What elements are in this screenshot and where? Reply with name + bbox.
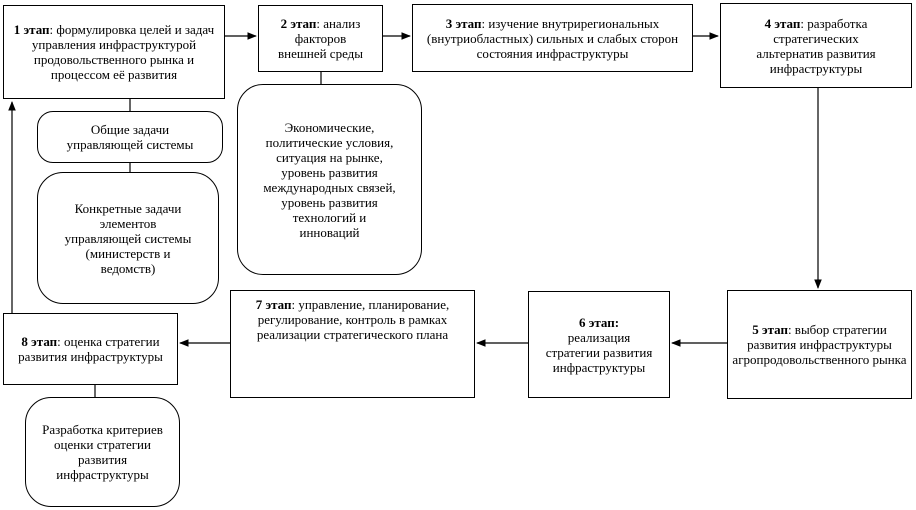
specific-tasks-note: Конкретные задачи элементов управляющей … [37,172,219,304]
stage-8-text: : оценка стратегии развития инфраструкту… [18,334,163,364]
criteria-note: Разработка критериев оценки стратегии ра… [25,397,180,507]
external-factors-text: Экономические, политические условия, сит… [263,119,396,240]
stage-2-box: 2 этап: анализ факторов внешней среды [258,5,383,72]
stage-4-label: 4 этап [764,15,801,31]
stage-7-label: 7 этап [255,297,292,312]
stage-3-label: 3 этап [445,15,482,31]
general-tasks-text: Общие задачи управляющей системы [66,122,194,152]
stage-5-label: 5 этап [752,322,788,337]
stage-5-box: 5 этап: выбор стратегии развития инфраст… [727,290,912,399]
stage-3-text: : изучение внутрирегиональных (внутриобл… [426,15,679,61]
stage-7-box: 7 этап: управление, планирование, регули… [230,290,475,398]
stage-6-text: реализация стратегии развития инфраструк… [545,329,653,375]
specific-tasks-text: Конкретные задачи элементов управляющей … [64,200,192,276]
external-factors-note: Экономические, политические условия, сит… [237,84,422,275]
stage-4-box: 4 этап: разработка стратегических альтер… [720,3,912,88]
stage-2-label: 2 этап [280,16,317,31]
stage-4-text: : разработка стратегических альтернатив … [756,15,876,76]
stage-6-box: 6 этап:реализация стратегии развития инф… [528,291,670,398]
stage-1-text: : формулировка целей и задач управления … [31,22,215,82]
stage-2-text: : анализ факторов внешней среды [277,16,364,61]
stage-8-label: 8 этап [21,334,58,349]
stage-3-box: 3 этап: изучение внутрирегиональных (вну… [412,4,693,72]
stage-1-label: 1 этап [13,22,50,37]
stage-7-text: : управление, планирование, регулировани… [256,297,450,342]
stage-1-box: 1 этап: формулировка целей и задач управ… [3,5,225,99]
criteria-text: Разработка критериев оценки стратегии ра… [42,422,163,482]
stage-5-text: : выбор стратегии развития инфраструктур… [732,322,907,367]
general-tasks-note: Общие задачи управляющей системы [37,111,223,163]
stage-8-box: 8 этап: оценка стратегии развития инфрас… [3,313,178,385]
stage-6-label: 6 этап: [578,314,620,330]
